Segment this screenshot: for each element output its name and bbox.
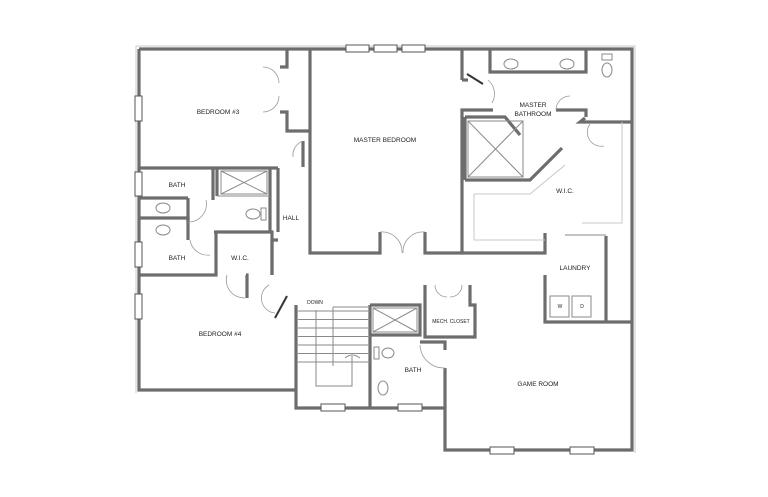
washer-icon — [549, 295, 570, 318]
sink-icon — [503, 58, 519, 70]
label-bath-lower-left: BATH — [169, 255, 186, 262]
room-labels: BEDROOM #3 MASTER BEDROOM MASTER BATHROO… — [169, 102, 592, 388]
label-game-room: GAME ROOM — [517, 381, 558, 388]
sink-icon — [155, 202, 171, 214]
label-master-bathroom-1: MASTER — [519, 102, 546, 109]
toilet-icon — [373, 346, 395, 360]
label-master-bedroom: MASTER BEDROOM — [354, 137, 416, 144]
exterior-walls — [135, 45, 636, 453]
toilet-icon — [601, 53, 613, 78]
label-dryer: D — [580, 304, 584, 310]
doors[interactable] — [187, 66, 605, 369]
label-bedroom3: BEDROOM #3 — [197, 109, 240, 116]
label-bath-center: BATH — [405, 367, 422, 374]
label-bedroom4: BEDROOM #4 — [199, 331, 242, 338]
sink-icon — [377, 380, 389, 396]
interior-walls — [139, 49, 632, 408]
label-washer: W — [558, 304, 563, 310]
label-hall: HALL — [283, 215, 300, 222]
staircase[interactable] — [298, 306, 370, 387]
label-mech-closet: MECH. CLOSET — [432, 319, 470, 325]
sink-icon — [559, 58, 575, 70]
label-wic-left: W.I.C. — [231, 255, 249, 262]
toilet-icon — [245, 207, 267, 221]
label-wic-master: W.I.C. — [556, 188, 574, 195]
dryer-icon — [571, 295, 592, 318]
label-stairs-down: DOWN — [307, 300, 323, 306]
fixtures — [155, 53, 613, 396]
label-laundry: LAUNDRY — [560, 265, 592, 272]
label-bath-upper: BATH — [169, 182, 186, 189]
sink-icon — [155, 224, 171, 236]
windows — [134, 44, 595, 455]
label-master-bathroom-2: BATHROOM — [514, 111, 551, 118]
